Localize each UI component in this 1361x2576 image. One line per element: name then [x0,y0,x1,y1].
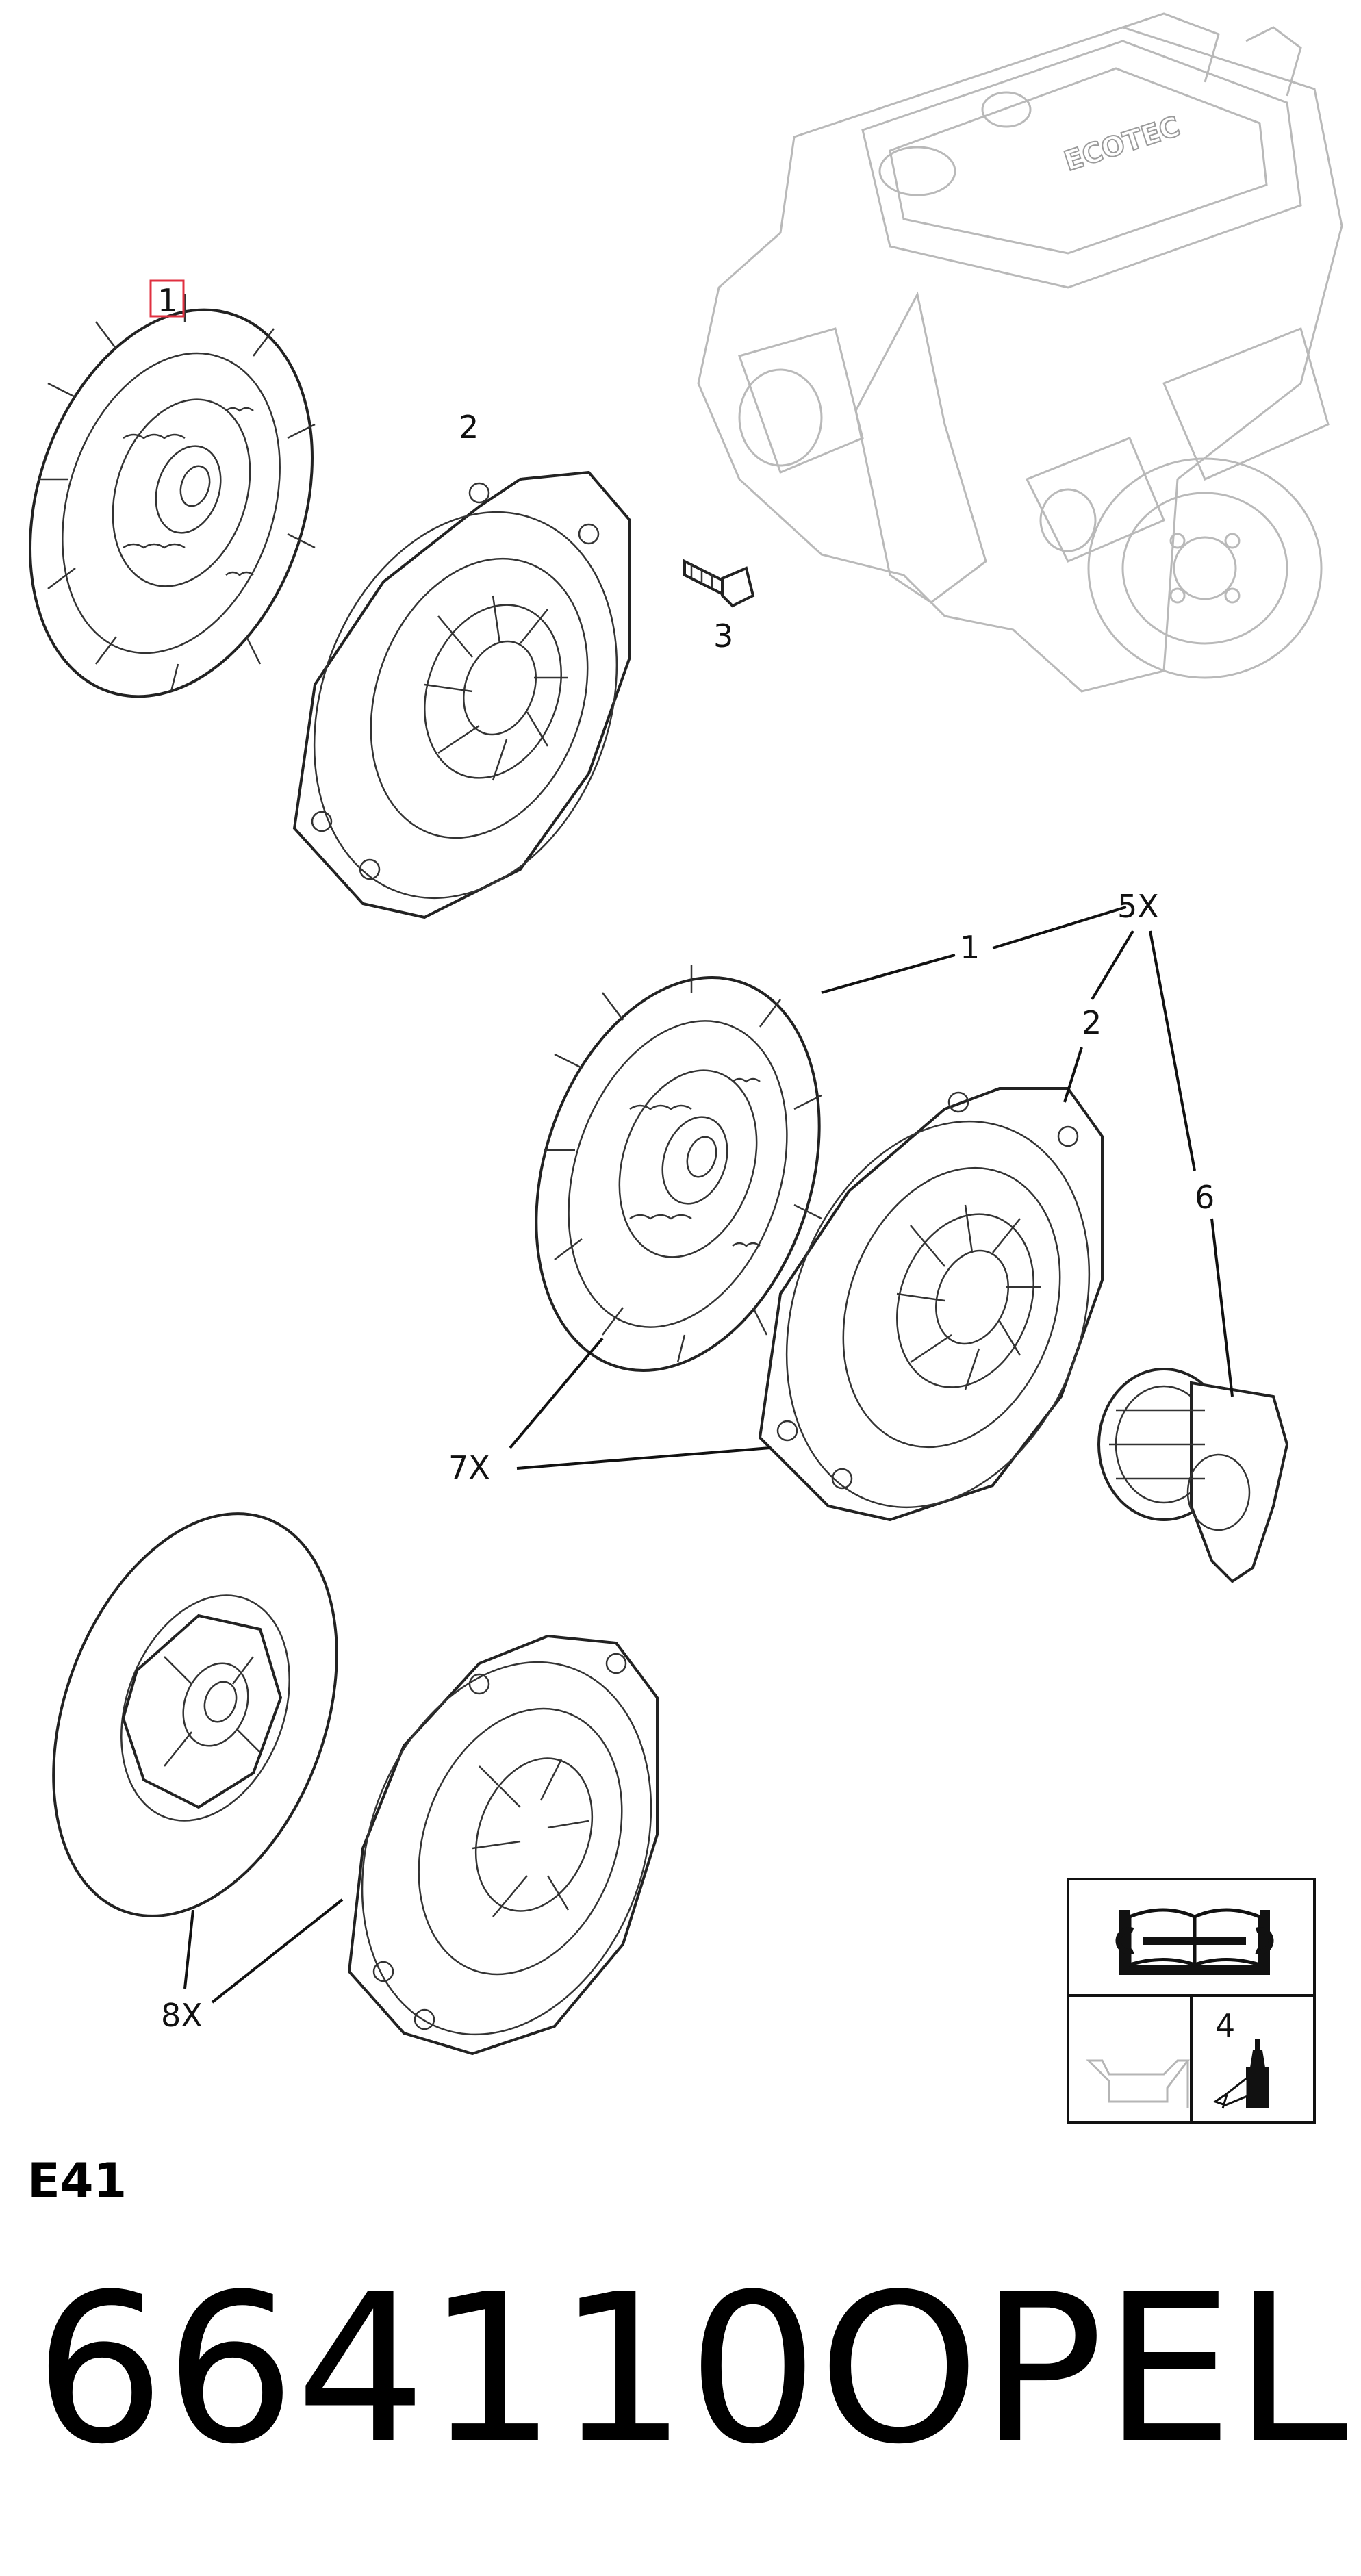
clutch-disc-mid [535,965,822,1372]
oil-can-icon [1086,2059,1190,2108]
brand-name: OPEL [818,2250,1349,2489]
part-number: 664110 [34,2250,818,2489]
callout-2-top: 2 [459,409,479,446]
pressure-plate-mid [758,1087,1104,1522]
callout-4: 4 [1215,2007,1235,2044]
callout-5x: 5X [1117,888,1159,925]
callout-7x: 7X [448,1449,490,1486]
bolt [683,559,755,608]
section-code: E41 [27,2153,127,2209]
clutch-disc-bottom [52,1512,338,1917]
pressure-plate-top [292,470,631,919]
callout-3: 3 [713,617,733,654]
clutch-disc-top [29,294,316,698]
engine-illustration: ECOTEC [697,12,1343,693]
release-bearing [1097,1368,1289,1583]
callout-1-top: 1 [157,282,177,319]
manual-wrench-icon [1115,1908,1274,1975]
pressure-plate-bottom [347,1634,659,2056]
callout-1-mid: 1 [960,929,980,966]
callout-8x: 8X [161,1997,203,2034]
callout-1-highlight [149,279,185,318]
callout-2-mid: 2 [1082,1004,1102,1041]
sealant-tube-icon [1212,2039,1269,2109]
callout-6: 6 [1195,1179,1214,1216]
callout-lines-mid [509,906,1234,1470]
callout-lines-bottom [183,1898,344,2004]
